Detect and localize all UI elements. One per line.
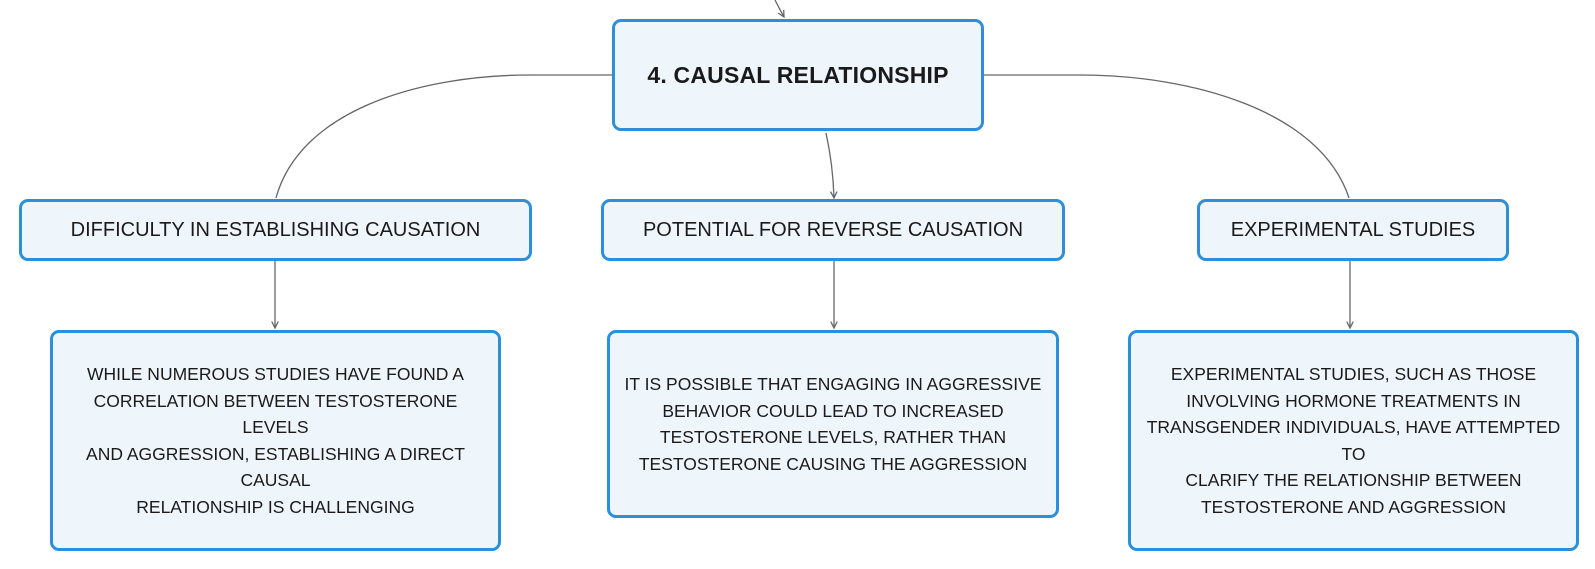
- detail-node-reverse-causation[interactable]: IT IS POSSIBLE THAT ENGAGING IN AGGRESSI…: [607, 330, 1059, 518]
- root-topic-node[interactable]: 4. CAUSAL RELATIONSHIP: [612, 19, 984, 131]
- detail-node-causation-difficulty[interactable]: WHILE NUMEROUS STUDIES HAVE FOUND A CORR…: [50, 330, 501, 551]
- connector-root-to-branch-1: [275, 74, 612, 199]
- detail-text: WHILE NUMEROUS STUDIES HAVE FOUND A CORR…: [59, 361, 492, 520]
- detail-line: BEHAVIOR COULD LEAD TO INCREASED: [662, 400, 1004, 421]
- branch-label: EXPERIMENTAL STUDIES: [1230, 218, 1476, 241]
- detail-line: INVOLVING HORMONE TREATMENTS IN: [1186, 390, 1521, 411]
- detail-line: RELATIONSHIP IS CHALLENGING: [136, 496, 415, 517]
- connector-root-to-branch-3: [984, 74, 1350, 199]
- detail-line: IT IS POSSIBLE THAT ENGAGING IN AGGRESSI…: [624, 374, 1042, 394]
- detail-line: CLARIFY THE RELATIONSHIP BETWEEN: [1185, 470, 1522, 490]
- detail-line: TESTOSTERONE CAUSING THE AGGRESSION: [638, 453, 1028, 474]
- detail-text: EXPERIMENTAL STUDIES, SUCH AS THOSE INVO…: [1137, 361, 1570, 520]
- branch-node-causation-difficulty[interactable]: DIFFICULTY IN ESTABLISHING CAUSATION: [19, 199, 532, 261]
- detail-line: WHILE NUMEROUS STUDIES HAVE FOUND A: [87, 364, 464, 384]
- branch-node-reverse-causation[interactable]: POTENTIAL FOR REVERSE CAUSATION: [601, 199, 1065, 261]
- root-topic-label: 4. CAUSAL RELATIONSHIP: [647, 61, 949, 88]
- connector-root-to-branch-2: [825, 132, 834, 198]
- detail-line: AND AGGRESSION, ESTABLISHING A DIRECT CA…: [86, 443, 465, 491]
- branch-label: POTENTIAL FOR REVERSE CAUSATION: [642, 218, 1024, 241]
- detail-line: CORRELATION BETWEEN TESTOSTERONE LEVELS: [93, 390, 458, 438]
- detail-line: TRANSGENDER INDIVIDUALS, HAVE ATTEMPTED …: [1146, 417, 1561, 464]
- parent-connector: [774, 0, 784, 17]
- branch-node-experimental-studies[interactable]: EXPERIMENTAL STUDIES: [1197, 199, 1509, 261]
- detail-line: EXPERIMENTAL STUDIES, SUCH AS THOSE: [1170, 364, 1537, 384]
- detail-text: IT IS POSSIBLE THAT ENGAGING IN AGGRESSI…: [625, 371, 1042, 477]
- detail-line: TESTOSTERONE LEVELS, RATHER THAN: [659, 427, 1007, 447]
- detail-node-experimental-studies[interactable]: EXPERIMENTAL STUDIES, SUCH AS THOSE INVO…: [1128, 330, 1579, 551]
- detail-line: TESTOSTERONE AND AGGRESSION: [1200, 496, 1507, 517]
- branch-label: DIFFICULTY IN ESTABLISHING CAUSATION: [70, 218, 481, 241]
